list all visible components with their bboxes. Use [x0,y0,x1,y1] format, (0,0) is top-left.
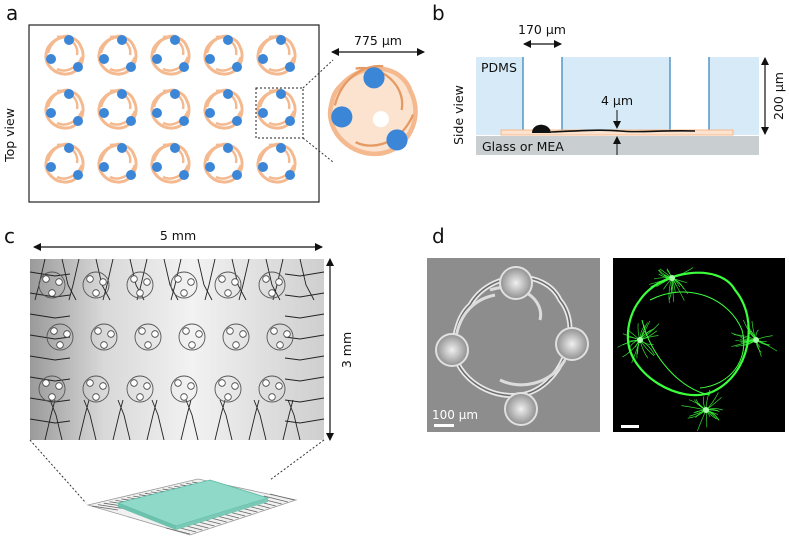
neuron-cluster-4 [703,407,709,413]
neuron-cluster-2 [753,337,759,343]
dotted-magnifier-box-icon [255,87,304,139]
enlarged-motif [327,64,418,157]
mea-3d-illustration [86,478,298,536]
motif-r3-c3 [150,141,191,184]
scale-bar-fluo [621,425,639,428]
panel-a: a Top view 775 µm [2,1,425,203]
neuron-cluster-3 [637,337,643,343]
motif-grid [44,33,297,184]
cell-body [532,124,551,133]
top-view-frame [28,24,320,203]
motif-r3-c2 [97,141,138,184]
well-2 [331,106,353,128]
motif-r3-c4 [203,141,244,184]
motif-r1-c2 [97,33,138,76]
top-view-label: Top view [2,108,17,163]
motif-r2-c4 [203,87,244,130]
motif-r1-c4 [203,33,244,76]
well-1 [363,67,385,89]
panel-c-letter: c [4,224,15,248]
mea-electrodes [29,258,325,441]
mea-micrograph [30,259,324,440]
panel-c: c 5 mm 3 mm [4,224,354,536]
panel-d: d 100 µm [427,224,785,432]
neuron-cluster-1 [669,275,675,281]
panel-d-letter: d [432,224,445,248]
width-170um: 170 µm [518,22,566,37]
motif-r3-c5 [256,141,297,184]
gap-4um: 4 µm [601,93,633,108]
chip-width-label: 5 mm [160,228,196,243]
pdms-block-3 [709,57,759,135]
motif-r1-c5 [256,33,297,76]
motif-r1-c3 [150,33,191,76]
zoom-line-top [302,59,334,89]
scale-100um: 100 µm [432,408,478,422]
panel-b-letter: b [432,1,445,25]
motif-r2-c1 [44,87,85,130]
panel-b: b PDMS Side view Glass or MEA 170 µm 4 µ… [432,1,786,155]
motif-r2-c5 [256,87,297,130]
phase-motif [435,266,589,426]
motif-r2-c3 [150,87,191,130]
height-200um: 200 µm [771,72,786,120]
side-view-label: Side view [451,85,466,145]
scale-bar-phase [434,424,454,427]
zoom-line-bottom [302,137,334,163]
fluorescence-neurites [617,267,778,432]
pdms-label: PDMS [481,60,517,75]
chip-height-label: 3 mm [339,332,354,368]
pdms-block-1 [476,57,523,135]
motif-r3-c1 [44,141,85,184]
axon [550,129,696,133]
substrate-label: Glass or MEA [482,139,564,154]
motif-r2-c2 [97,87,138,130]
panel-a-letter: a [6,1,18,25]
well-3 [386,129,408,151]
motif-r1-c1 [44,33,85,76]
scale-775um: 775 µm [354,33,402,48]
